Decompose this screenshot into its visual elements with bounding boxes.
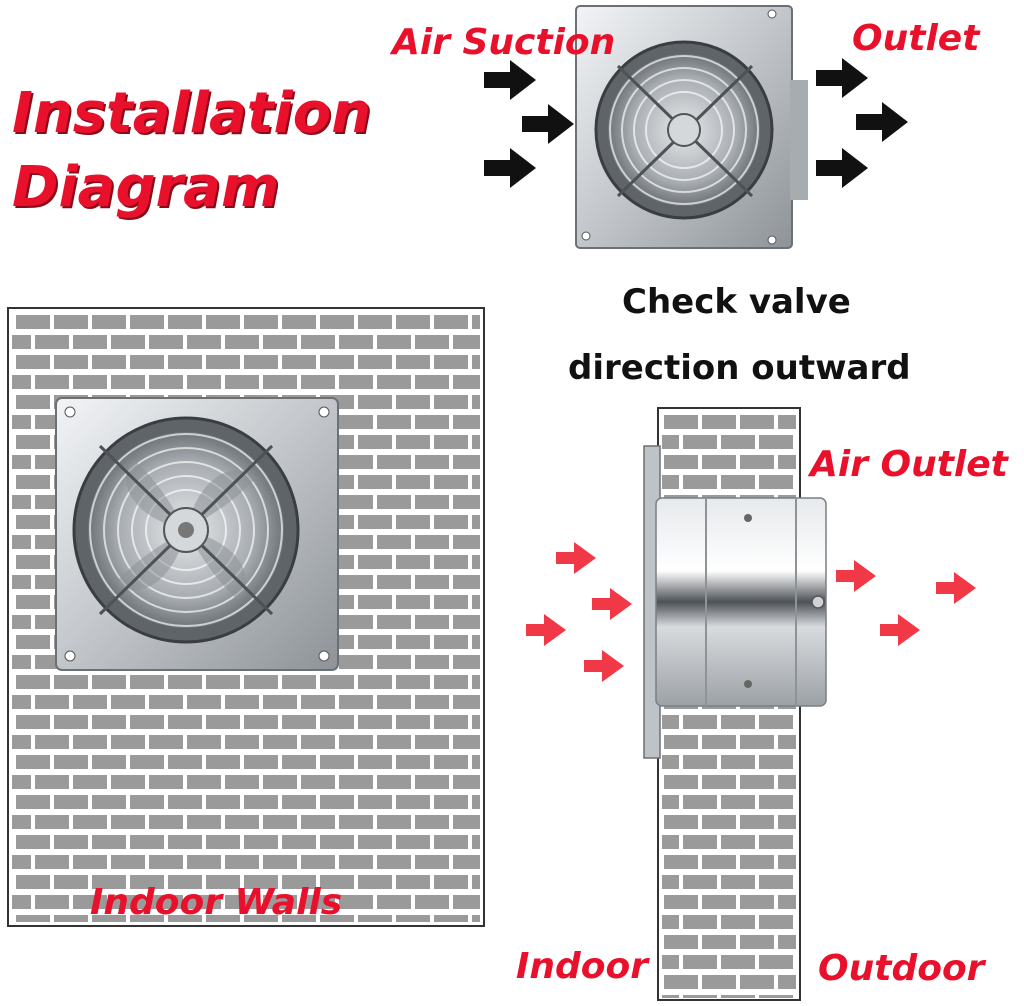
indoor-walls-label: Indoor Walls [90, 882, 343, 923]
air-outlet-label: Air Outlet [810, 444, 1008, 485]
diagram-title-line1: Installation [12, 81, 372, 146]
outdoor-label: Outdoor [818, 948, 985, 989]
outlet-arrows [816, 58, 908, 188]
air-suction-label: Air Suction [392, 22, 616, 63]
top-fan [575, 5, 808, 249]
indoor-label: Indoor [516, 946, 649, 987]
side-intake-arrows [526, 542, 632, 682]
check-valve-line2: direction outward [568, 348, 911, 388]
suction-arrows [484, 60, 574, 188]
diagram-title-line2: Diagram [12, 155, 280, 220]
outlet-label: Outlet [852, 18, 980, 59]
side-outlet-arrows [836, 560, 976, 646]
check-valve-line1: Check valve [622, 282, 851, 322]
wall-fan-front [55, 397, 339, 671]
side-fan [643, 445, 827, 759]
